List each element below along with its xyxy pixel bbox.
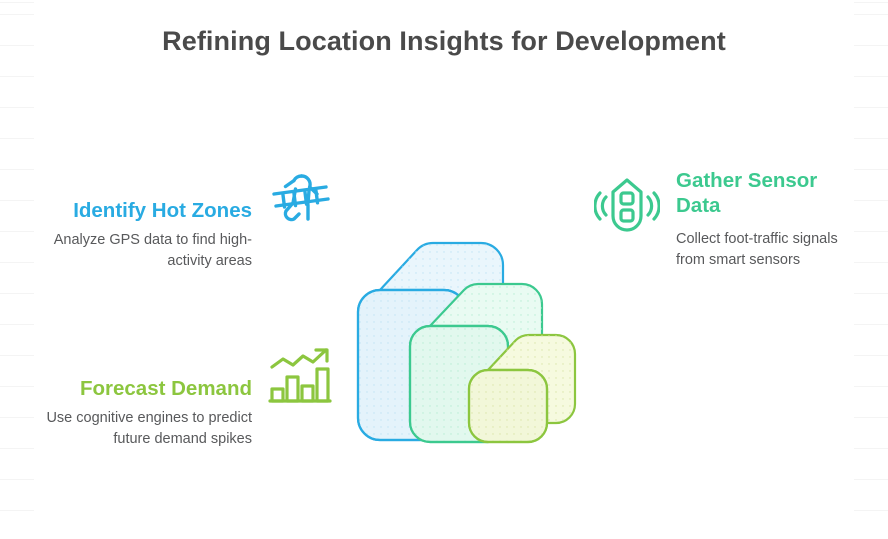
feature-block-sensor: Gather Sensor Data Collect foot-traffic …: [676, 168, 851, 271]
feature-heading-hot-zones: Identify Hot Zones: [73, 199, 252, 222]
feature-block-hot-zones: Identify Hot Zones Analyze GPS data to f…: [12, 198, 252, 272]
growth-bar-chart-icon: [264, 341, 336, 413]
feature-body-hot-zones: Analyze GPS data to find high-activity a…: [53, 232, 252, 269]
feature-block-forecast: Forecast Demand Use cognitive engines to…: [12, 376, 252, 450]
nested-isometric-cubes-graphic: [344, 222, 594, 454]
pedestrian-crossing-icon: [264, 163, 336, 235]
iso-cube-inner: [467, 333, 577, 444]
feature-heading-forecast: Forecast Demand: [79, 377, 252, 400]
wireless-sensor-icon: [593, 172, 661, 238]
page-title: Refining Location Insights for Developme…: [162, 26, 726, 56]
feature-heading-sensor: Gather Sensor Data: [676, 169, 818, 217]
feature-body-forecast: Use cognitive engines to predict future …: [46, 410, 252, 447]
feature-body-sensor: Collect foot-traffic signals from smart …: [676, 231, 838, 268]
